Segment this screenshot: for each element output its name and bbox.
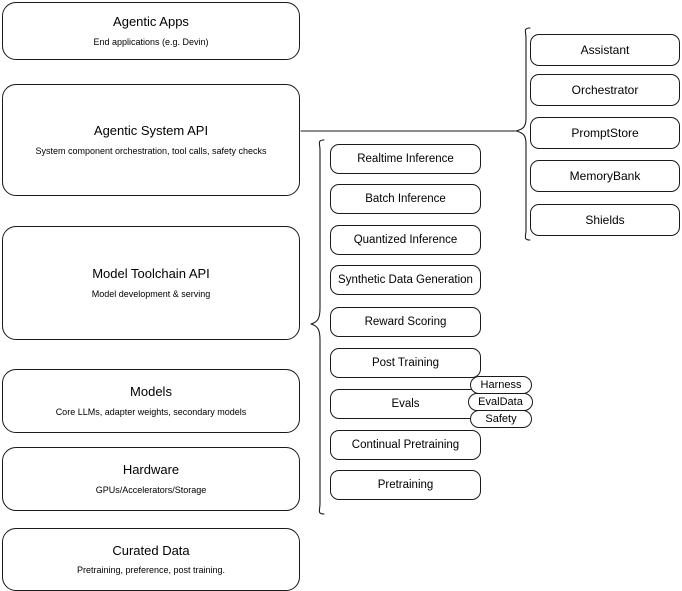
- component-box-promptstore[interactable]: PromptStore: [530, 117, 680, 149]
- component-label: MemoryBank: [569, 168, 641, 183]
- brace-system-components: [510, 26, 532, 244]
- eval-pill-evaldata[interactable]: EvalData: [468, 393, 533, 411]
- layer-box-models[interactable]: Models Core LLMs, adapter weights, secon…: [2, 369, 300, 433]
- capability-box-evals[interactable]: Evals: [330, 389, 481, 419]
- eval-pill-label: EvalData: [478, 395, 523, 408]
- capability-label: Pretraining: [377, 478, 434, 491]
- capability-box-quantized-inference[interactable]: Quantized Inference: [330, 225, 481, 255]
- layer-subtitle: Pretraining, preference, post training.: [76, 565, 226, 575]
- capability-label: Evals: [391, 397, 420, 410]
- layer-title: Hardware: [122, 462, 180, 478]
- capability-box-batch-inference[interactable]: Batch Inference: [330, 184, 481, 214]
- component-label: Orchestrator: [571, 82, 639, 97]
- capability-label: Realtime Inference: [357, 152, 454, 165]
- layer-subtitle: Model development & serving: [91, 288, 211, 299]
- layer-title: Agentic System API: [93, 123, 209, 139]
- layer-subtitle: End applications (e.g. Devin): [93, 36, 209, 47]
- layer-subtitle: Core LLMs, adapter weights, secondary mo…: [55, 406, 247, 417]
- capability-label: Post Training: [371, 356, 440, 369]
- capability-label: Quantized Inference: [353, 233, 458, 246]
- capability-label: Continual Pretraining: [351, 438, 460, 451]
- component-box-shields[interactable]: Shields: [530, 204, 680, 236]
- eval-pill-label: Harness: [480, 378, 522, 391]
- layer-box-curated-data[interactable]: Curated Data Pretraining, preference, po…: [2, 528, 300, 591]
- layer-box-model-toolchain-api[interactable]: Model Toolchain API Model development & …: [2, 226, 300, 340]
- layer-title: Curated Data: [112, 542, 190, 558]
- capability-box-synthetic-data-generation[interactable]: Synthetic Data Generation: [330, 265, 481, 295]
- layer-subtitle: GPUs/Accelerators/Storage: [95, 484, 207, 495]
- layer-title: Models: [130, 384, 172, 400]
- capability-label: Batch Inference: [365, 192, 446, 205]
- eval-pill-safety[interactable]: Safety: [470, 410, 532, 428]
- capability-box-pretraining[interactable]: Pretraining: [330, 470, 481, 500]
- layer-box-agentic-system-api[interactable]: Agentic System API System component orch…: [2, 84, 300, 196]
- component-label: PromptStore: [571, 125, 639, 140]
- brace-toolchain-capabilities: [306, 138, 328, 518]
- connector-line-system-api-to-components: [300, 124, 520, 140]
- eval-pill-label: Safety: [485, 412, 517, 425]
- capability-box-post-training[interactable]: Post Training: [330, 348, 481, 378]
- component-box-assistant[interactable]: Assistant: [530, 34, 680, 66]
- layer-box-agentic-apps[interactable]: Agentic Apps End applications (e.g. Devi…: [2, 2, 300, 60]
- eval-pill-harness[interactable]: Harness: [470, 376, 532, 394]
- capability-box-realtime-inference[interactable]: Realtime Inference: [330, 144, 481, 174]
- capability-box-reward-scoring[interactable]: Reward Scoring: [330, 307, 481, 337]
- component-label: Shields: [585, 212, 625, 227]
- layer-title: Agentic Apps: [113, 14, 189, 30]
- capability-label: Reward Scoring: [364, 315, 447, 328]
- component-label: Assistant: [580, 42, 630, 57]
- capability-box-continual-pretraining[interactable]: Continual Pretraining: [330, 430, 481, 460]
- layer-subtitle: System component orchestration, tool cal…: [35, 145, 267, 156]
- component-box-memorybank[interactable]: MemoryBank: [530, 160, 680, 192]
- layer-box-hardware[interactable]: Hardware GPUs/Accelerators/Storage: [2, 447, 300, 511]
- capability-label: Synthetic Data Generation: [338, 273, 473, 286]
- component-box-orchestrator[interactable]: Orchestrator: [530, 74, 680, 106]
- layer-title: Model Toolchain API: [92, 266, 210, 282]
